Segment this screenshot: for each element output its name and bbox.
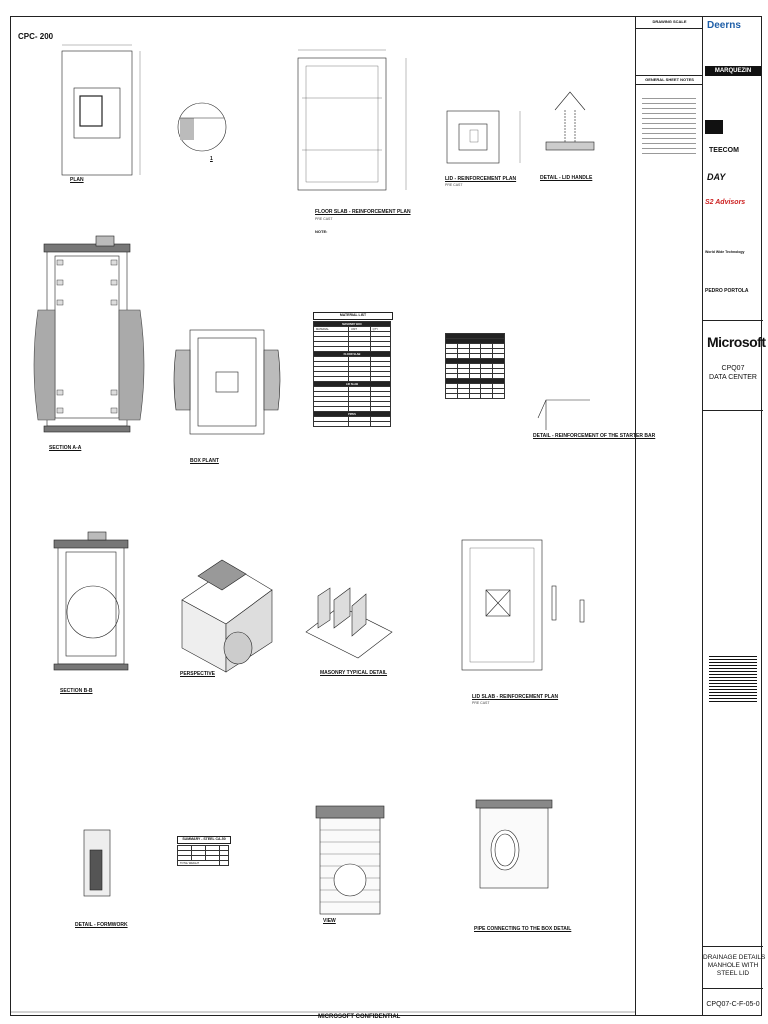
section-aa-label: SECTION A-A xyxy=(49,445,82,451)
view-label: VIEW xyxy=(323,918,336,924)
ceb-logo xyxy=(705,120,723,134)
starter-bar-label: DETAIL - REINFORCEMENT OF THE STARTER BA… xyxy=(533,433,656,439)
sheet-title-line-1: DRAINAGE DETAILS xyxy=(703,954,766,961)
plan-label: PLAN xyxy=(70,177,84,183)
floor-slab-sublabel: PRE CAST xyxy=(315,217,333,221)
steel-schedule-table xyxy=(445,333,505,399)
floor-note-label: NOTE: xyxy=(315,229,328,234)
formwork-label: DETAIL - FORMWORK xyxy=(75,922,128,928)
summary-steel-table: TOTAL WEIGHT xyxy=(176,845,229,866)
sheet-number: CPQ07-C-F-05-0 xyxy=(706,1001,760,1008)
sheet-title-line-3: STEEL LID xyxy=(716,970,750,977)
revisions-table xyxy=(709,654,757,704)
detail-1-label: 1 xyxy=(210,156,213,162)
drawing-scale-title: DRAWING SCALE xyxy=(652,19,687,24)
title-block: Deerns MARQUEZIN TEECOM DAY S2 Advisors … xyxy=(702,16,766,1016)
floor-slab-label: FLOOR SLAB - REINFORCEMENT PLAN xyxy=(315,209,411,215)
general-notes-title: GENERAL SHEET NOTES xyxy=(645,77,694,82)
marquezin-logo: MARQUEZIN xyxy=(705,66,761,76)
drawing-sheet-border xyxy=(10,16,762,1016)
pipe-box-label: PIPE CONNECTING TO THE BOX DETAIL xyxy=(474,926,572,932)
wwt-logo: World Wide Technology xyxy=(705,250,745,254)
day-logo: DAY xyxy=(707,172,726,182)
box-plant-label: BOX PLANT xyxy=(190,458,219,464)
project-name-line-1: CPQ07 xyxy=(721,365,745,372)
masonry-label: MASONRY TYPICAL DETAIL xyxy=(320,670,388,676)
perspective-label: PERSPECTIVE xyxy=(180,671,216,677)
material-list-title: MATERIAL LIST xyxy=(313,312,393,320)
lid-slab-sublabel: PRE CAST xyxy=(472,701,490,705)
summary-steel-title: SUMMARY - STEEL CA-50 xyxy=(177,836,231,844)
sheet-title-line-2: MANHOLE WITH xyxy=(707,962,759,969)
lid-slab-label: LID SLAB - REINFORCEMENT PLAN xyxy=(472,694,559,700)
lid-handle-label: DETAIL - LID HANDLE xyxy=(540,175,593,181)
teecom-logo: TEECOM xyxy=(709,147,739,154)
s2-advisors-logo: S2 Advisors xyxy=(705,199,746,206)
project-name-line-2: DATA CENTER xyxy=(709,374,757,381)
section-bb-label: SECTION B-B xyxy=(60,688,93,694)
deerns-logo: Deerns xyxy=(707,20,741,31)
scale-box xyxy=(636,28,703,76)
notes-column: DRAWING SCALE GENERAL SHEET NOTES xyxy=(635,16,703,1016)
pedro-portola-logo: PEDRO PORTOLA xyxy=(705,288,749,294)
lid-reinforcement-sublabel: PRE CAST xyxy=(445,183,463,187)
lid-reinforcement-label: LID - REINFORCEMENT PLAN xyxy=(445,176,517,182)
general-notes-text xyxy=(642,96,696,156)
microsoft-logo: Microsoft xyxy=(707,334,766,350)
confidential-footer: MICROSOFT CONFIDENTIAL xyxy=(318,1014,401,1020)
sheet-reference: CPC- 200 xyxy=(18,32,54,41)
total-weight-label: TOTAL WEIGHT xyxy=(176,860,221,866)
